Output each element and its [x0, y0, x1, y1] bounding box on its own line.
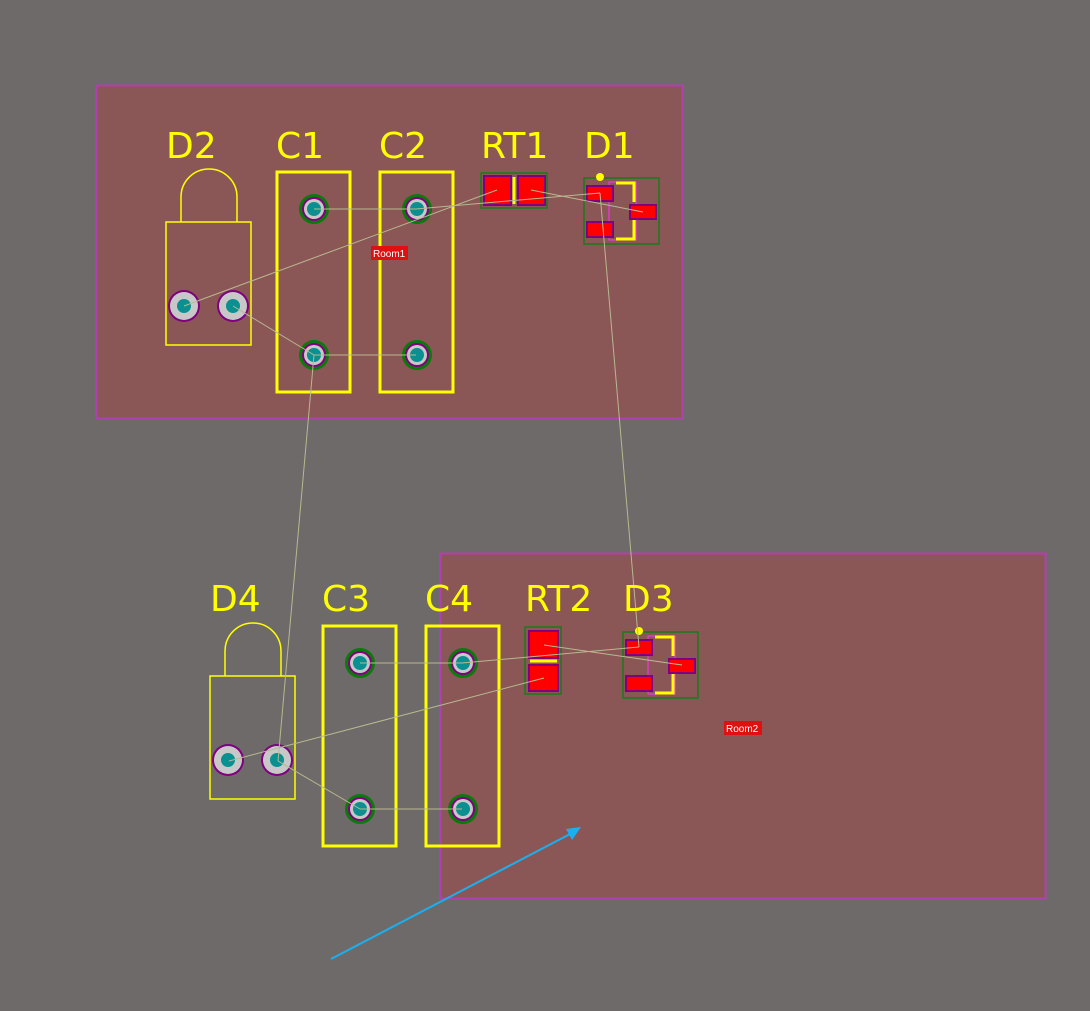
silk-outline [424, 624, 501, 848]
designator-rt2[interactable]: RT2 [525, 579, 592, 620]
ratsnest-line [599, 192, 640, 648]
silk-arc [224, 622, 282, 676]
pad-hole [456, 802, 470, 816]
silk-outline [209, 675, 296, 800]
designator-c1[interactable]: C1 [276, 126, 324, 167]
designator-c4[interactable]: C4 [425, 579, 473, 620]
pin1-dot [596, 173, 604, 181]
designator-d1[interactable]: D1 [584, 126, 635, 167]
designator-rt1[interactable]: RT1 [481, 126, 548, 167]
courtyard [622, 631, 699, 699]
ratsnest-line [543, 644, 683, 666]
room-2-name: Room2 [726, 724, 759, 735]
smd-pad [588, 223, 612, 236]
silk-arc [180, 168, 238, 222]
direction-arrow [330, 827, 581, 960]
silk-outline [275, 170, 352, 394]
pad-hole [270, 753, 284, 767]
designator-d2[interactable]: D2 [166, 126, 217, 167]
pin1-dot [635, 627, 643, 635]
ratsnest-line [415, 192, 601, 210]
component-rt2[interactable] [524, 626, 562, 695]
room-2-label[interactable]: Room2 [724, 721, 762, 735]
silk-outline [378, 170, 455, 394]
room-1-label[interactable]: Room1 [371, 246, 408, 260]
room-1-name: Room1 [373, 249, 406, 260]
component-d4[interactable] [209, 622, 296, 800]
designator-d4[interactable]: D4 [210, 579, 261, 620]
courtyard [524, 626, 562, 695]
silk-outline [165, 221, 252, 346]
ratsnest-line [232, 305, 315, 356]
ratsnest-lines [183, 189, 683, 810]
smd-pad [627, 677, 651, 690]
ratsnest-line [228, 677, 545, 762]
ratsnest-line [461, 646, 640, 664]
ratsnest-line [183, 189, 498, 307]
component-d1[interactable] [583, 173, 660, 245]
ratsnest-line [277, 354, 315, 762]
silk-bracket [616, 181, 636, 241]
pad-hole [221, 753, 235, 767]
pad-hole [410, 348, 424, 362]
designator-d3[interactable]: D3 [623, 579, 674, 620]
ratsnest-line [277, 760, 361, 810]
silk-bracket [655, 635, 675, 695]
smd-pad [670, 660, 694, 672]
courtyard [583, 177, 660, 245]
designator-c2[interactable]: C2 [379, 126, 427, 167]
component-c2[interactable] [378, 170, 455, 394]
ratsnest-line [530, 189, 644, 213]
designator-c3[interactable]: C3 [322, 579, 370, 620]
smd-pad [485, 177, 510, 204]
courtyard [480, 172, 548, 209]
smd-pad [530, 632, 557, 657]
arrow-head-icon [566, 827, 581, 840]
